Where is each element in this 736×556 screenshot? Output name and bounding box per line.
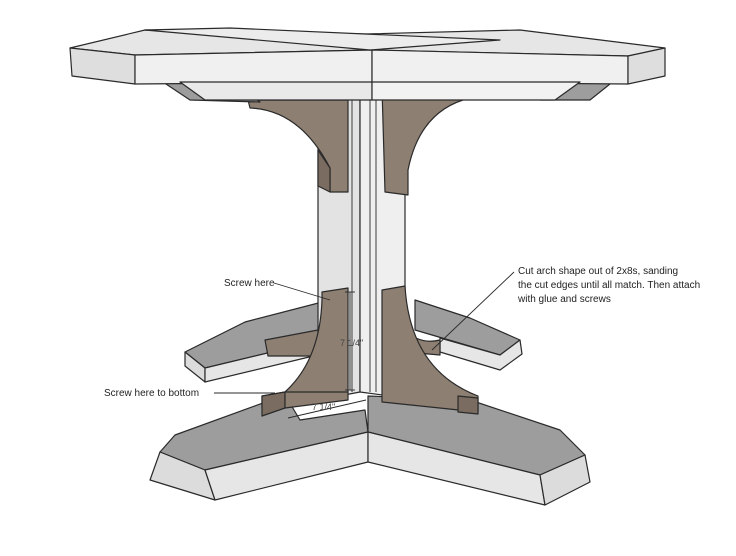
- bottom-brackets: [261, 285, 479, 417]
- top-bracket-left: [247, 99, 349, 193]
- top-beam-under: [179, 81, 373, 101]
- top-bracket-left-edge: [317, 149, 331, 193]
- top-brackets: [247, 87, 471, 196]
- callout-arch-line2: the cut edges until all match. Then atta…: [518, 280, 700, 291]
- callouts: Screw here Screw here to bottom Cut arch…: [104, 266, 700, 399]
- top-beam-right-front: [371, 49, 629, 85]
- base-foot-front-right-end: [539, 454, 591, 506]
- top-beam-right-end: [627, 47, 666, 85]
- top-beam-left-side: [134, 49, 373, 85]
- dimension-lines: 7 1/4" 7 1/4": [287, 291, 367, 419]
- callout-arch-line3: with glue and screws: [517, 294, 611, 305]
- callout-screw-here-leader: [273, 282, 331, 301]
- callout-screw-here: Screw here: [224, 278, 275, 289]
- height-dimension-label: 7 1/4": [340, 338, 363, 348]
- callout-arch-leader: [431, 271, 515, 351]
- callout-screw-here-bottom: Screw here to bottom: [104, 388, 199, 399]
- width-dimension-label: 7 1/4": [312, 402, 335, 412]
- top-beam-left-front: [69, 47, 136, 85]
- bottom-bracket-front-left-foot: [284, 391, 349, 409]
- bottom-bracket-front-right-end: [457, 395, 479, 415]
- bottom-bracket-front-right: [381, 285, 479, 413]
- top-beam-under-right: [371, 81, 581, 101]
- top-bracket-right: [381, 87, 471, 196]
- top-cross-beams: [69, 27, 666, 103]
- width-dimension-line: [287, 399, 367, 419]
- callout-arch-line1: Cut arch shape out of 2x8s, sanding: [518, 266, 678, 277]
- top-beam-center: [144, 27, 501, 51]
